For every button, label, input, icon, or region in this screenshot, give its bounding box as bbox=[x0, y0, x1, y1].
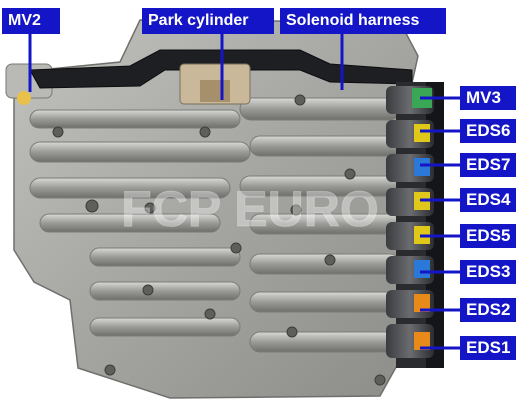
label-mv3: MV3 bbox=[460, 86, 516, 110]
label-solenoid-harness: Solenoid harness bbox=[280, 8, 446, 34]
label-park-cylinder: Park cylinder bbox=[142, 8, 274, 34]
label-eds4: EDS4 bbox=[460, 188, 516, 212]
label-eds1: EDS1 bbox=[460, 336, 516, 360]
label-eds6: EDS6 bbox=[460, 119, 516, 143]
label-eds2: EDS2 bbox=[460, 298, 516, 322]
label-eds5: EDS5 bbox=[460, 224, 516, 248]
watermark-text: FCP EURO bbox=[121, 181, 378, 237]
label-mv2: MV2 bbox=[2, 8, 60, 34]
label-eds3: EDS3 bbox=[460, 260, 516, 284]
label-eds7: EDS7 bbox=[460, 153, 516, 177]
